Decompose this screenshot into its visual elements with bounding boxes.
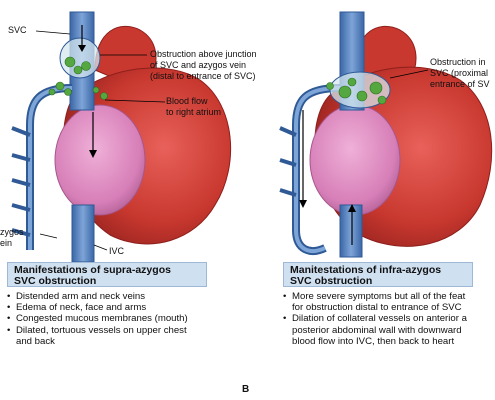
leader-obstruction-right (389, 69, 429, 79)
list-item-continuation: blood flow into IVC, then back to heart (292, 335, 455, 347)
left-title-line2: SVC obstruction (14, 276, 97, 287)
leader-svc (35, 30, 71, 35)
list-item: More severe symptoms but all of the feat… (283, 291, 495, 313)
right-title-line1: Manitestations of infra-azygos (290, 265, 442, 276)
list-item: Edema of neck, face and arms (7, 302, 188, 313)
illustration-canvas (11, 11, 493, 262)
label-azygos-2: ein (0, 238, 13, 248)
label-obstruction-right-2: SVC (proximal (430, 68, 489, 78)
label-obstruction-left-2: of SVC and azygos vein (150, 60, 247, 70)
left-manifestations-list: Distended arm and neck veins Edema of ne… (7, 291, 188, 347)
left-title-line1: Manifestations of supra-azygos (14, 265, 171, 276)
figure-letter: B (242, 384, 250, 395)
leader-ivc (93, 244, 108, 251)
list-item: Congested mucous membranes (mouth) (7, 313, 188, 324)
right-title-line2: SVC obstruction (290, 276, 373, 287)
label-obstruction-left-3: (distal to entrance of SVC) (150, 71, 256, 81)
leader-bloodflow (104, 99, 166, 103)
right-heart (279, 11, 493, 258)
leader-azygos (39, 233, 58, 239)
label-bloodflow-2: to right atrium (166, 107, 222, 117)
label-svc: SVC (8, 25, 27, 35)
label-ivc: IVC (109, 246, 125, 256)
label-obstruction-left-1: Obstruction above junction (150, 49, 257, 59)
list-item: Dilated, tortuous vessels on upper chest… (7, 325, 188, 347)
left-manifestations-title: Manifestations of supra-azygos SVC obstr… (7, 262, 207, 287)
label-azygos-1: zygos (0, 227, 24, 237)
right-manifestations-title: Manitestations of infra-azygos SVC obstr… (283, 262, 473, 287)
left-heart (11, 11, 232, 262)
right-manifestations-list: More severe symptoms but all of the feat… (283, 291, 495, 347)
label-bloodflow-1: Blood flow (166, 96, 208, 106)
label-obstruction-right-1: Obstruction in (430, 57, 486, 67)
list-item: Distended arm and neck veins (7, 291, 188, 302)
label-obstruction-right-3: entrance of SV (430, 79, 490, 89)
list-item: Dilation of collateral vessels on anteri… (283, 313, 495, 335)
